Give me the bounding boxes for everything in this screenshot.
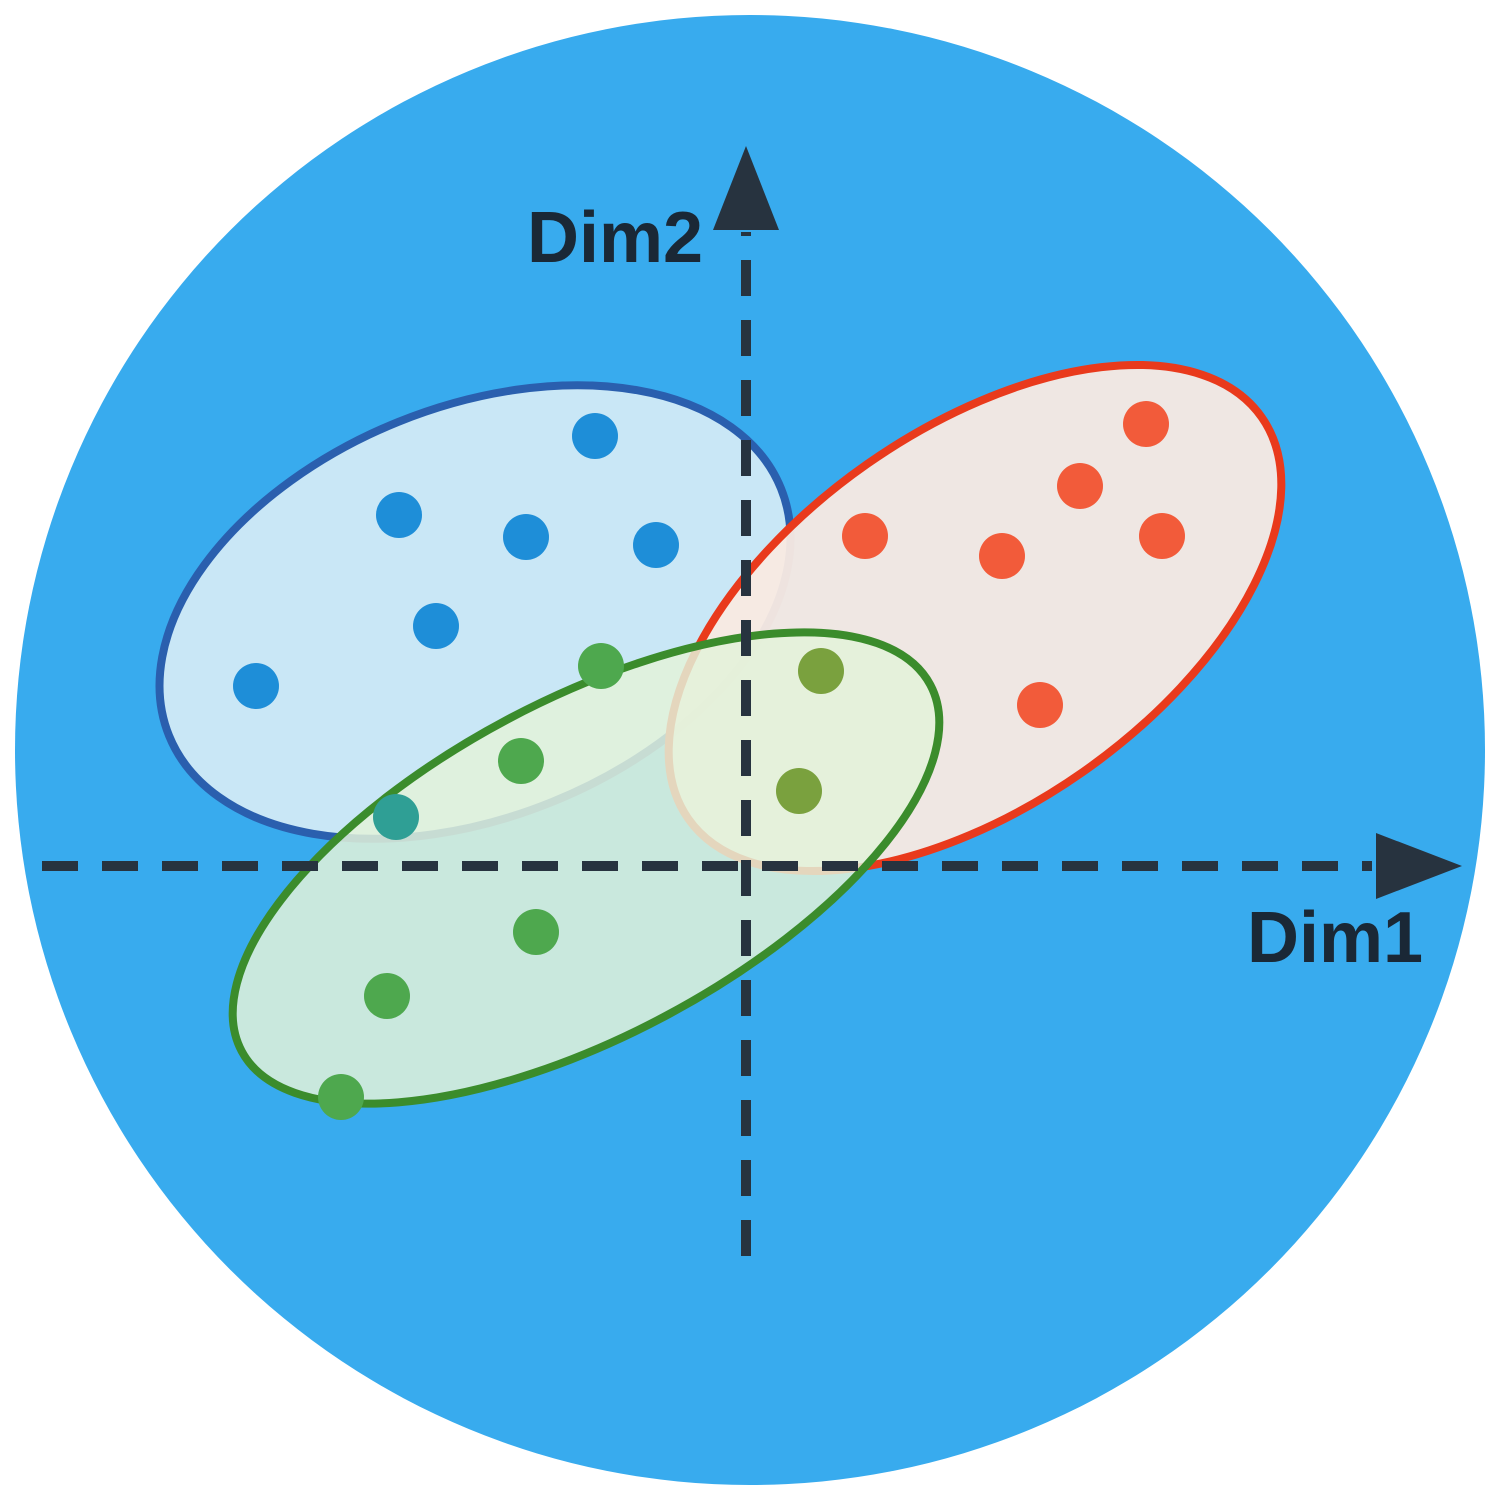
- data-point-blue: [572, 413, 618, 459]
- data-point-red: [1123, 401, 1169, 447]
- data-point-blue: [233, 663, 279, 709]
- data-point-red: [1017, 682, 1063, 728]
- data-point-green: [513, 909, 559, 955]
- data-point-green: [798, 648, 844, 694]
- data-point-green: [373, 794, 419, 840]
- data-point-green: [578, 643, 624, 689]
- data-point-red: [842, 513, 888, 559]
- data-point-green: [364, 973, 410, 1019]
- axis-labels-layer: Dim2 Dim1: [527, 198, 1423, 978]
- axes-layer: [42, 146, 1462, 1256]
- data-point-blue: [413, 603, 459, 649]
- data-point-green: [498, 738, 544, 784]
- x-axis-label: Dim1: [1247, 898, 1423, 978]
- y-axis-arrowhead-icon: [713, 146, 779, 230]
- data-point-red: [1139, 513, 1185, 559]
- data-point-red: [1057, 463, 1103, 509]
- data-point-red: [979, 533, 1025, 579]
- data-point-blue: [503, 514, 549, 560]
- data-points-layer: [233, 401, 1185, 1120]
- data-point-blue: [633, 522, 679, 568]
- data-point-green: [318, 1074, 364, 1120]
- data-point-green: [776, 768, 822, 814]
- y-axis-label: Dim2: [527, 198, 703, 278]
- data-point-blue: [376, 492, 422, 538]
- x-axis-arrowhead-icon: [1376, 833, 1462, 899]
